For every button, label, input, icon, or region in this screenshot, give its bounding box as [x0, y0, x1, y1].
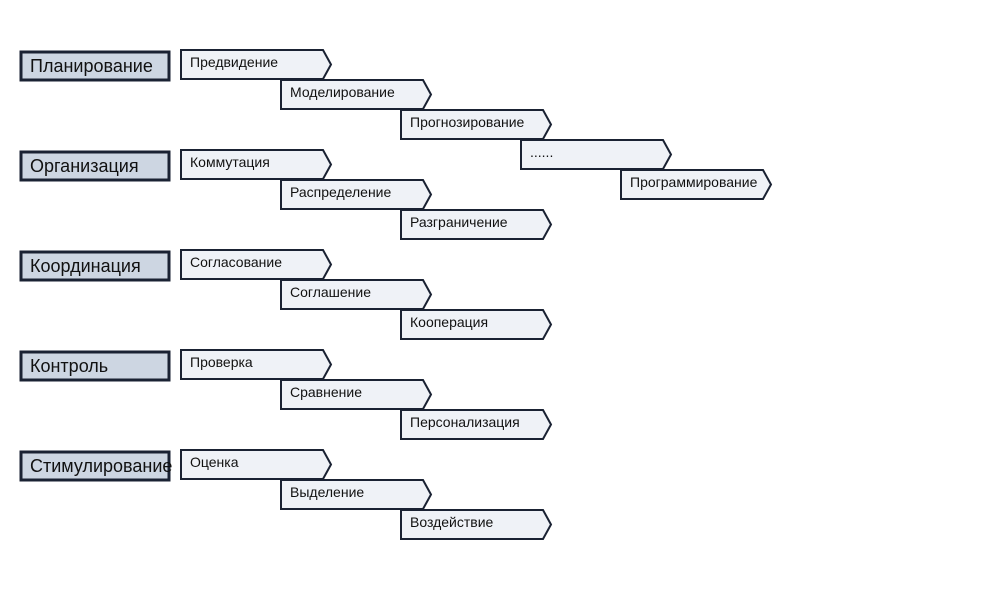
- group: Планирование ПредвидениеМоделированиеПрог…: [19, 49, 773, 200]
- step-arrow: [620, 169, 773, 200]
- step-arrow: [400, 109, 553, 140]
- step-label: Воздействие: [410, 514, 494, 530]
- category-box: [19, 450, 171, 482]
- step-arrow: [180, 149, 333, 180]
- category-label: Контроль: [30, 356, 108, 376]
- step-label: Коммутация: [190, 154, 270, 170]
- category-label: Стимулирование: [30, 456, 172, 476]
- step-arrow: [400, 409, 553, 440]
- category-label: Планирование: [30, 56, 153, 76]
- step-label: Персонализация: [410, 414, 520, 430]
- category-box: [19, 250, 171, 282]
- step-arrow: [280, 279, 433, 310]
- category-label: Координация: [30, 256, 141, 276]
- step-arrow: [400, 209, 553, 240]
- step-arrow: [180, 349, 333, 380]
- category-label: Организация: [30, 156, 139, 176]
- category-box: [19, 150, 171, 182]
- category-box: [19, 350, 171, 382]
- step-label: Разграничение: [410, 214, 508, 230]
- step-arrow: [280, 479, 433, 510]
- step-label: Прогнозирование: [410, 114, 525, 130]
- step-label: Предвидение: [190, 54, 278, 70]
- step-arrow: [280, 379, 433, 410]
- step-arrow: [520, 139, 673, 170]
- step-arrow: [180, 449, 333, 480]
- step-label: Программирование: [630, 174, 758, 190]
- step-label: Сравнение: [290, 384, 362, 400]
- step-label: Моделирование: [290, 84, 395, 100]
- step-label: Соглашение: [290, 284, 371, 300]
- step-arrow: [280, 179, 433, 210]
- step-label: Проверка: [190, 354, 253, 370]
- step-label: Выделение: [290, 484, 364, 500]
- group: Координация СогласованиеСоглашениеКоопера…: [19, 249, 553, 340]
- category-box: [19, 50, 171, 82]
- step-arrow: [180, 249, 333, 280]
- step-label: Распределение: [290, 184, 392, 200]
- step-label: ......: [530, 144, 553, 160]
- step-arrow: [180, 49, 333, 80]
- group: Организация КоммутацияРаспределениеРазгра…: [19, 149, 553, 240]
- step-label: Кооперация: [410, 314, 488, 330]
- step-label: Оценка: [190, 454, 239, 470]
- step-arrow: [280, 79, 433, 110]
- step-arrow: [400, 309, 553, 340]
- step-label: Согласование: [190, 254, 282, 270]
- step-arrow: [400, 509, 553, 540]
